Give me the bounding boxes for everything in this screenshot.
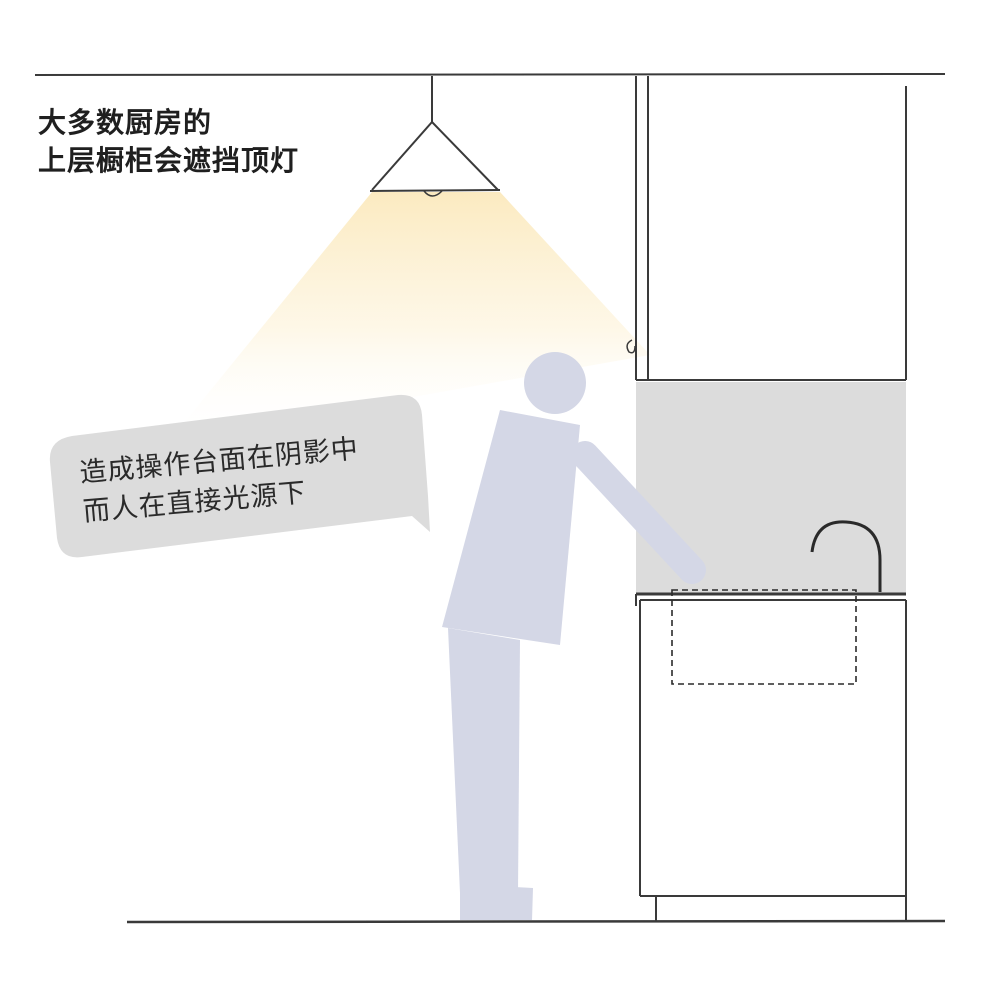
diagram-heading: 大多数厨房的 上层橱柜会遮挡顶灯 (38, 104, 299, 180)
sink-outline (671, 589, 857, 685)
light-beam (170, 192, 650, 440)
upper-cabinet (626, 76, 907, 381)
ceiling-line (34, 73, 946, 76)
ceiling-light (369, 76, 501, 197)
faucet (810, 520, 882, 592)
lower-cabinet (635, 592, 907, 922)
floor-line (126, 919, 946, 924)
heading-line-1: 大多数厨房的 (38, 106, 213, 139)
person-figure (442, 352, 706, 920)
heading-line-2: 上层橱柜会遮挡顶灯 (38, 144, 300, 177)
speech-bubble (49, 394, 430, 558)
